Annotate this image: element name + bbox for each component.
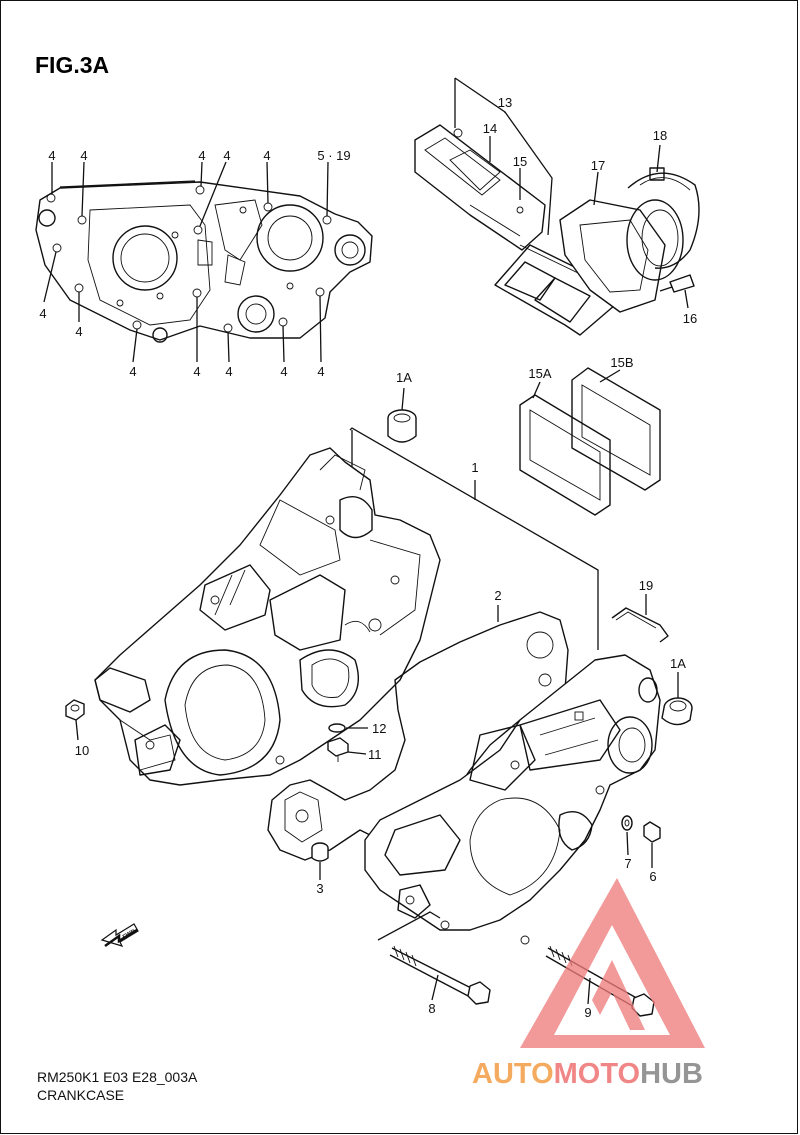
callout-15b: 15B — [610, 355, 633, 370]
reed-gaskets — [519, 367, 661, 516]
callout-1a: 1A — [670, 656, 686, 671]
callout-4: 4 — [223, 148, 230, 163]
model-code: RM250K1 E03 E28_003A — [37, 1069, 198, 1085]
crankcase-left-half — [94, 447, 441, 786]
callout-11: 11 — [368, 747, 382, 762]
callout-4: 4 — [317, 364, 324, 379]
callout-8: 8 — [428, 1001, 435, 1016]
callout-15a: 15A — [528, 366, 551, 381]
callout-4: 4 — [39, 306, 46, 321]
part-8-long-bolt — [377, 911, 491, 1005]
callout-3: 3 — [316, 881, 323, 896]
callout-4: 4 — [75, 324, 82, 339]
callout-4: 4 — [225, 364, 232, 379]
crankcase-bolt-pattern-view — [35, 161, 373, 363]
automotohub-watermark: AUTOMOTOHUB — [472, 878, 705, 1090]
callout-4: 4 — [80, 148, 87, 163]
part-19-clip — [611, 594, 669, 643]
callout-2: 2 — [494, 588, 501, 603]
callout-1: 1 — [471, 460, 478, 475]
callout-9: 9 — [584, 1005, 591, 1020]
callout-6: 6 — [649, 869, 656, 884]
parts-6-7-washer-bolt — [621, 815, 661, 868]
watermark-triangle-icon — [520, 878, 705, 1048]
reed-valve-assembly — [414, 77, 700, 336]
part-10-nut — [65, 699, 85, 741]
callout-17: 17 — [591, 158, 605, 173]
callout-13: 13 — [498, 95, 512, 110]
callout-7: 7 — [624, 856, 631, 871]
callout-4: 4 — [263, 148, 270, 163]
bushing-1a-top — [387, 387, 417, 443]
bushing-1a-right — [661, 672, 693, 726]
figure-title: FIG.3A — [35, 52, 109, 78]
callout-19: 19 — [639, 578, 653, 593]
callout-15: 15 — [513, 154, 527, 169]
callout-18: 18 — [653, 128, 667, 143]
callout-5-19: 5 · 19 — [317, 148, 350, 163]
parts-11-12-washer-bolt — [327, 723, 368, 762]
callout-16: 16 — [683, 311, 697, 326]
section-name: CRANKCASE — [37, 1087, 124, 1103]
watermark-inner-shape — [592, 960, 645, 1030]
callout-12: 12 — [372, 721, 386, 736]
callout-14: 14 — [483, 121, 497, 136]
callout-4: 4 — [193, 364, 200, 379]
callout-10: 10 — [75, 743, 89, 758]
callout-4: 4 — [129, 364, 136, 379]
callout-4: 4 — [198, 148, 205, 163]
watermark-text: AUTOMOTOHUB — [472, 1058, 703, 1090]
callout-4: 4 — [48, 148, 55, 163]
fwd-arrow-icon: FWD — [100, 923, 139, 948]
callout-1a: 1A — [396, 370, 412, 385]
part-3-dowel — [311, 842, 329, 880]
crankcase-right-half — [364, 654, 661, 945]
callout-4: 4 — [280, 364, 287, 379]
